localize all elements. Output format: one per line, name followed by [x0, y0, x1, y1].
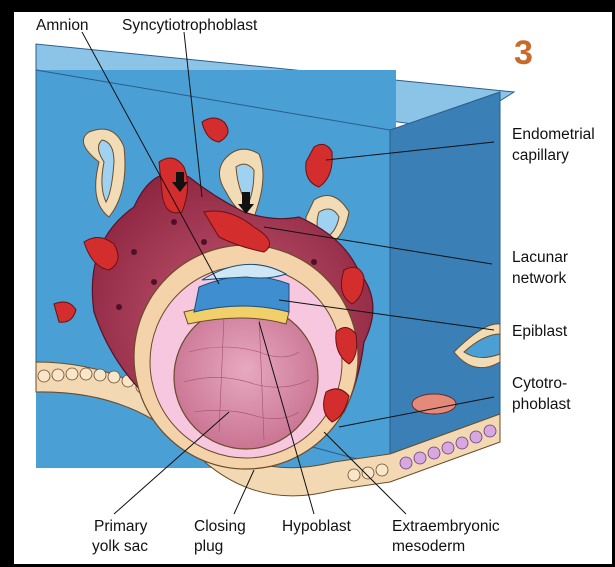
- label-epiblast: Epiblast: [512, 322, 567, 341]
- embryo-illustration: [14, 12, 612, 564]
- figure-canvas: 3 Amnion Syncytiotrophoblast Endometrial…: [14, 12, 612, 564]
- label-syncytiotrophoblast: Syncytiotrophoblast: [122, 16, 257, 35]
- label-endometrial-capillary-line2: capillary: [512, 146, 569, 165]
- label-hypoblast: Hypoblast: [282, 517, 351, 536]
- label-primary-yolk-sac-line1: Primary: [94, 517, 147, 536]
- label-primary-yolk-sac-line2: yolk sac: [92, 537, 148, 556]
- panel-number: 3: [514, 36, 533, 70]
- label-cytotrophoblast-line1: Cytotro-: [512, 374, 567, 393]
- label-lacunar-network-line2: network: [512, 269, 566, 288]
- label-closing-plug-line2: plug: [194, 537, 223, 556]
- label-lacunar-network-line1: Lacunar: [512, 248, 568, 267]
- primary-yolk-sac: [174, 305, 318, 449]
- label-endometrial-capillary-line1: Endometrial: [512, 125, 595, 144]
- side-cytotrophoblast-cell: [412, 394, 456, 414]
- label-amnion: Amnion: [36, 16, 89, 35]
- label-extraembryonic-mesoderm-line2: mesoderm: [392, 537, 465, 556]
- label-cytotrophoblast-line2: phoblast: [512, 395, 571, 414]
- label-closing-plug-line1: Closing: [194, 517, 246, 536]
- label-extraembryonic-mesoderm-line1: Extraembryonic: [392, 517, 500, 536]
